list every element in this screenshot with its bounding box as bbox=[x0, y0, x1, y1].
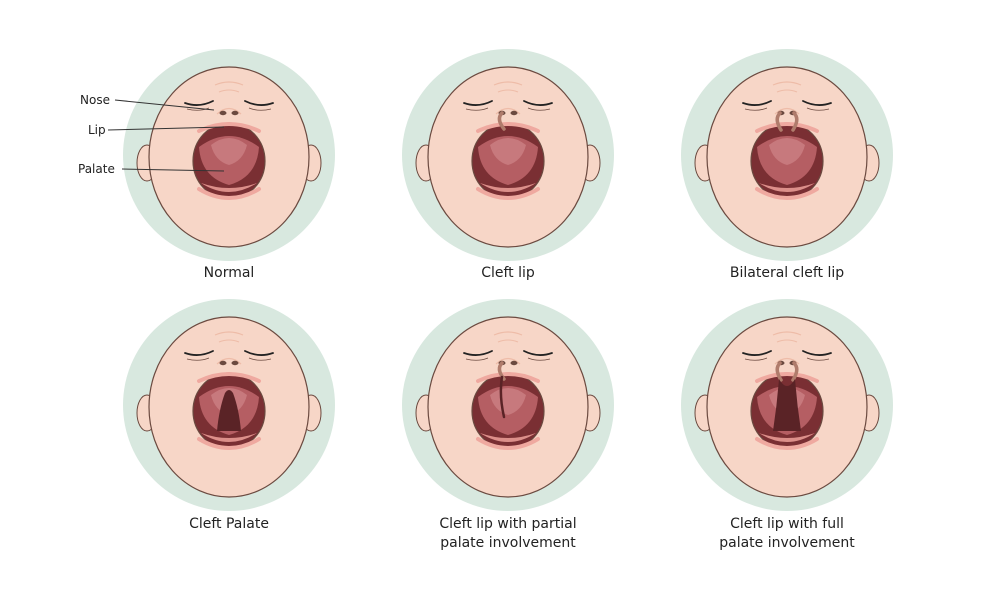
forehead-crease bbox=[218, 89, 240, 93]
left-eye-crease bbox=[744, 107, 768, 111]
palate-highlight bbox=[490, 138, 526, 165]
left-eye-crease bbox=[744, 357, 768, 361]
panel-normal bbox=[123, 49, 335, 261]
right-eye-crease bbox=[248, 107, 272, 111]
caption-cleft-lip-partial-palate: palate involvement bbox=[440, 535, 576, 551]
forehead-crease bbox=[772, 331, 802, 336]
annotation-palate-leader bbox=[121, 168, 225, 172]
palate-highlight bbox=[211, 138, 247, 165]
right-nostril bbox=[231, 360, 239, 366]
left-eye bbox=[463, 350, 493, 356]
forehead-crease bbox=[493, 331, 523, 336]
right-eye-crease bbox=[527, 107, 551, 111]
palate-cleft-partial bbox=[499, 375, 506, 419]
lip-cleft-left bbox=[775, 111, 783, 132]
right-eye-crease bbox=[248, 357, 272, 361]
left-eye-crease bbox=[465, 107, 489, 111]
lower-gum bbox=[476, 187, 540, 200]
tongue bbox=[201, 433, 257, 442]
forehead-crease bbox=[497, 89, 519, 93]
panel-cleft-palate bbox=[123, 299, 335, 511]
left-eye-crease bbox=[465, 357, 489, 361]
lip-cleft-right bbox=[791, 111, 799, 132]
caption-cleft-lip-full-palate: palate involvement bbox=[719, 535, 855, 551]
palate-cleft bbox=[217, 390, 241, 431]
upper-gum bbox=[476, 122, 540, 133]
left-eye bbox=[742, 100, 772, 106]
tongue bbox=[480, 433, 536, 442]
caption-normal: Normal bbox=[204, 265, 255, 281]
right-eye bbox=[523, 350, 553, 356]
annotation-lip-label: Lip bbox=[88, 123, 106, 137]
lip-cleft-left bbox=[775, 361, 783, 382]
panel-cleft-lip-full-palate bbox=[681, 299, 893, 511]
tongue bbox=[480, 183, 536, 192]
palate-cleft-full bbox=[773, 379, 801, 431]
panel-cleft-lip bbox=[402, 49, 614, 261]
forehead-crease bbox=[214, 331, 244, 336]
palate-highlight bbox=[490, 388, 526, 415]
forehead-crease bbox=[776, 89, 798, 93]
right-eye bbox=[523, 100, 553, 106]
right-eye-crease bbox=[527, 357, 551, 361]
forehead-crease bbox=[214, 81, 244, 86]
tongue bbox=[759, 183, 815, 192]
tongue bbox=[759, 433, 815, 442]
annotation-nose-leader bbox=[114, 99, 215, 111]
caption-bilateral-cleft-lip: Bilateral cleft lip bbox=[730, 265, 844, 281]
annotation-palate-label: Palate bbox=[78, 162, 115, 176]
lower-gum bbox=[755, 437, 819, 450]
panel-cleft-lip-partial-palate bbox=[402, 299, 614, 511]
panel-bilateral-cleft-lip bbox=[681, 49, 893, 261]
left-nostril bbox=[219, 110, 227, 116]
right-nostril bbox=[231, 110, 239, 116]
right-eye-crease bbox=[806, 107, 830, 111]
lip-cleft bbox=[497, 111, 506, 131]
left-eye bbox=[742, 350, 772, 356]
forehead-crease bbox=[218, 339, 240, 343]
left-nostril bbox=[219, 360, 227, 366]
lower-gum bbox=[197, 437, 261, 450]
panels: Normal Cleft lip Bilateral cleft lipCleft … bbox=[123, 49, 893, 551]
upper-gum bbox=[197, 372, 261, 383]
upper-gum bbox=[755, 372, 819, 383]
caption-cleft-lip: Cleft lip bbox=[481, 265, 535, 281]
left-eye-crease bbox=[186, 107, 210, 111]
anatomy-annotations: Nose Lip Palate bbox=[78, 93, 225, 176]
right-eye bbox=[802, 350, 832, 356]
right-nostril bbox=[510, 110, 518, 116]
upper-gum bbox=[755, 122, 819, 133]
lower-gum bbox=[476, 437, 540, 450]
caption-cleft-palate: Cleft Palate bbox=[189, 516, 269, 532]
upper-gum bbox=[197, 122, 261, 133]
right-eye-crease bbox=[806, 357, 830, 361]
right-eye bbox=[244, 100, 274, 106]
left-eye bbox=[184, 100, 214, 106]
left-eye bbox=[463, 100, 493, 106]
right-eye bbox=[244, 350, 274, 356]
right-nostril bbox=[510, 360, 518, 366]
forehead-crease bbox=[497, 339, 519, 343]
annotation-nose-label: Nose bbox=[80, 93, 110, 107]
forehead-crease bbox=[776, 339, 798, 343]
palate-highlight bbox=[769, 138, 805, 165]
lower-gum bbox=[755, 187, 819, 200]
caption-cleft-lip-partial-palate: Cleft lip with partial bbox=[439, 516, 576, 532]
lip-cleft-right bbox=[791, 361, 799, 382]
left-eye bbox=[184, 350, 214, 356]
right-eye bbox=[802, 100, 832, 106]
lower-gum bbox=[197, 187, 261, 200]
left-eye-crease bbox=[186, 357, 210, 361]
tongue bbox=[201, 183, 257, 192]
annotation-lip-leader bbox=[107, 126, 225, 131]
upper-gum bbox=[476, 372, 540, 383]
caption-cleft-lip-full-palate: Cleft lip with full bbox=[730, 516, 844, 532]
forehead-crease bbox=[493, 81, 523, 86]
forehead-crease bbox=[772, 81, 802, 86]
